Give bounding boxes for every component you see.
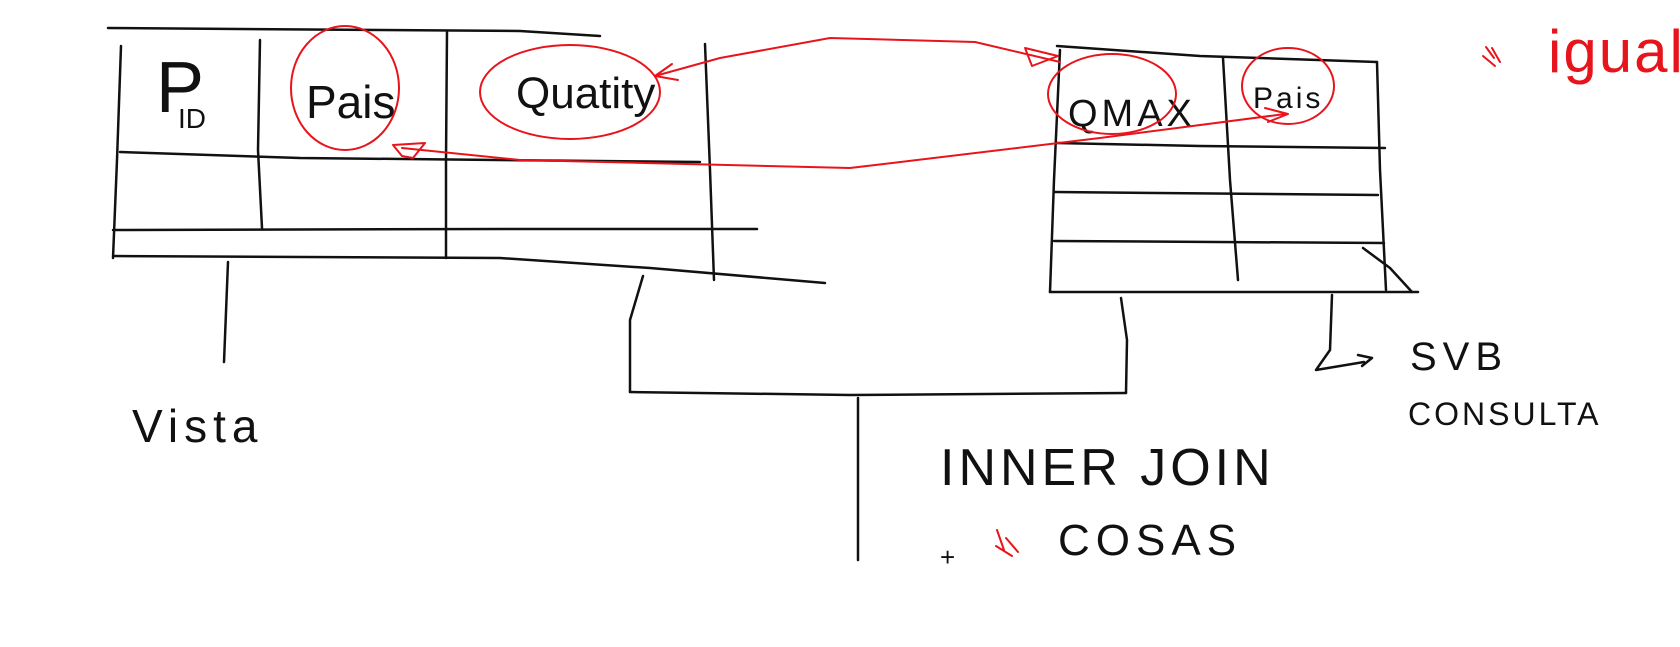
- scribble-mark-igual: [1482, 46, 1501, 67]
- header-p: P: [156, 48, 204, 128]
- circle-pais-left: [290, 25, 400, 151]
- arrow-quatity-to-qmax: [654, 37, 1061, 77]
- left-table-row-line: [111, 227, 759, 232]
- label-join-prefix: +: [940, 542, 955, 572]
- label-join-line1: INNER JOIN: [940, 439, 1275, 497]
- right-table-top-border: [1055, 44, 1379, 64]
- circle-qmax: [1047, 53, 1177, 135]
- right-table-right-border: [1375, 60, 1388, 292]
- join-bracket-right-arm: [1119, 296, 1129, 395]
- subconsulta-connector: [1314, 293, 1366, 372]
- red-annotations: [290, 25, 1501, 557]
- right-table-col-divider: [1221, 56, 1240, 282]
- subconsulta-arrowhead: [1356, 353, 1374, 368]
- vista-connector: [222, 260, 230, 364]
- arrow-pais-to-pais: [401, 113, 1286, 169]
- join-bracket-bottom: [628, 390, 1128, 397]
- join-bracket: [628, 274, 1129, 562]
- left-table-right-border: [703, 42, 716, 282]
- left-table-left-border: [111, 44, 123, 260]
- header-id: ID: [178, 103, 206, 134]
- arrowhead-at-pais-right: [1264, 107, 1289, 123]
- left-table-top-border: [106, 26, 602, 38]
- right-table-row-line-2: [1052, 239, 1386, 245]
- scribble-mark-cosas: [995, 529, 1019, 557]
- arrowhead-at-qmax: [1024, 47, 1059, 67]
- label-sub-line1: SVB: [1410, 335, 1508, 379]
- header-pais-right: Pais: [1253, 82, 1323, 115]
- right-table-corner-mark: [1361, 246, 1414, 294]
- left-table-bottom-border: [112, 254, 827, 285]
- left-table-col-divider-2: [444, 30, 449, 260]
- label-join-line2: COSAS: [1058, 516, 1242, 565]
- right-table-header-row-line: [1055, 141, 1387, 150]
- right-table-left-border: [1048, 48, 1062, 294]
- left-table: [106, 26, 827, 364]
- label-vista: Vista: [132, 400, 263, 452]
- right-table: [1048, 44, 1420, 372]
- circle-quatity: [479, 44, 661, 140]
- label-sub-line2: CONSULTA: [1408, 396, 1602, 432]
- header-pais-left: Pais: [306, 76, 395, 128]
- arrowhead-at-quatity: [654, 63, 679, 81]
- label-igual: igual: [1548, 18, 1680, 85]
- right-table-row-line-1: [1053, 190, 1380, 197]
- circle-pais-right: [1241, 47, 1335, 125]
- join-bracket-left-arm: [628, 274, 645, 394]
- left-table-col-divider-1: [256, 38, 264, 230]
- small-mark-pais-left: [392, 142, 426, 159]
- header-quatity: Quatity: [516, 69, 655, 118]
